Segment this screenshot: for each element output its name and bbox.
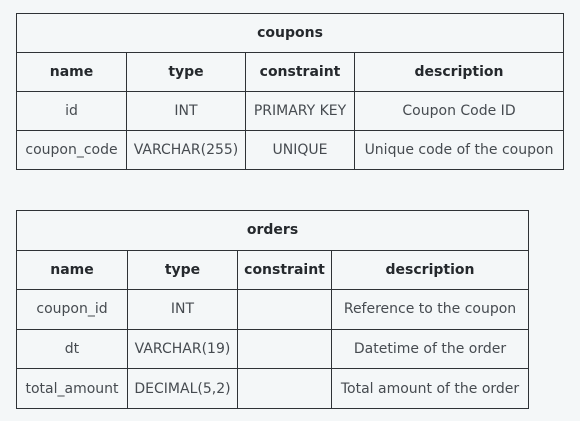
cell-type: INT [127,289,238,330]
table-row: coupon_code VARCHAR(255) UNIQUE Unique c… [16,130,565,170]
column-header-name: name [16,249,128,291]
table-title: coupons [15,13,565,53]
cell-type: INT [126,91,246,131]
cell-description: Total amount of the order [330,368,530,409]
table-title-row: orders [15,210,530,251]
column-header-description: description [330,249,530,291]
cell-constraint [237,328,332,370]
cell-name: total_amount [16,368,128,409]
table-row: dt VARCHAR(19) Datetime of the order [16,328,530,370]
cell-type: VARCHAR(19) [127,328,238,370]
cell-type: VARCHAR(255) [126,130,246,170]
table-title: orders [15,210,530,251]
table-title-row: coupons [15,13,565,53]
cell-type: DECIMAL(5,2) [127,368,238,409]
cell-name: dt [16,328,128,370]
column-header-type: type [127,249,238,291]
cell-description: Reference to the coupon [330,289,530,330]
cell-constraint [237,368,332,409]
table-header-row: name type constraint description [16,52,565,92]
cell-description: Coupon Code ID [353,91,565,131]
column-header-name: name [16,52,127,92]
table-row: coupon_id INT Reference to the coupon [16,289,530,330]
cell-description: Datetime of the order [330,328,530,370]
cell-name: coupon_code [16,130,127,170]
cell-name: coupon_id [16,289,128,330]
column-header-description: description [353,52,565,92]
cell-name: id [16,91,127,131]
column-header-type: type [126,52,246,92]
cell-constraint [237,289,332,330]
cell-description: Unique code of the coupon [353,130,565,170]
table-header-row: name type constraint description [16,249,530,291]
cell-constraint: PRIMARY KEY [245,91,355,131]
cell-constraint: UNIQUE [245,130,355,170]
column-header-constraint: constraint [237,249,332,291]
orders-table: orders name type constraint description … [15,210,530,409]
coupons-table: coupons name type constraint description… [15,13,565,170]
table-row: total_amount DECIMAL(5,2) Total amount o… [16,368,530,409]
column-header-constraint: constraint [245,52,355,92]
table-row: id INT PRIMARY KEY Coupon Code ID [16,91,565,131]
